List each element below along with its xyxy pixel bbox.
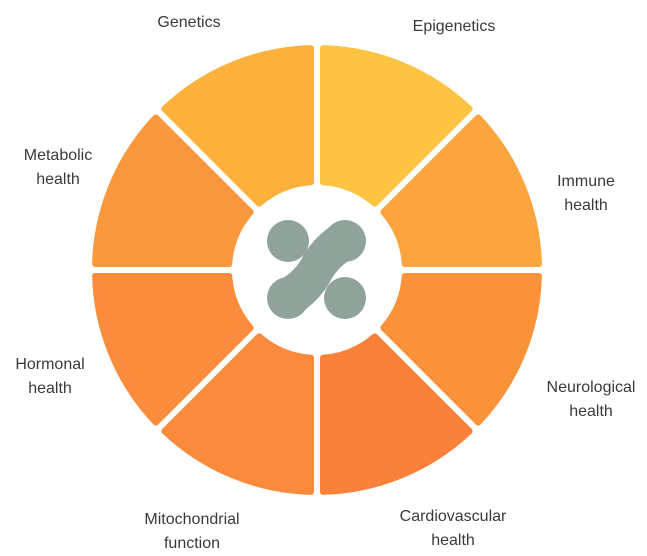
label-mitochondrial-function: Mitochondrial function xyxy=(144,511,240,552)
label-immune-health: Immune health xyxy=(557,173,615,214)
segment-mitochondrial xyxy=(161,333,314,495)
segment-genetics xyxy=(161,45,314,207)
segment-metabolic xyxy=(92,114,254,267)
label-cardiovascular-health: Cardiovascular health xyxy=(399,508,507,549)
segment-neurological xyxy=(380,273,542,426)
label-neurological-health: Neurological health xyxy=(546,379,636,420)
label-epigenetics: Epigenetics xyxy=(412,18,496,35)
label-genetics: Genetics xyxy=(157,14,221,31)
label-hormonal-health: Hormonal health xyxy=(15,356,85,397)
label-metabolic-health: Metabolic health xyxy=(23,147,93,188)
wheel-segments xyxy=(92,45,542,495)
segment-epigenetics xyxy=(320,45,473,207)
segment-immune xyxy=(380,114,542,267)
center-logo-icon xyxy=(267,220,366,319)
segment-hormonal xyxy=(92,273,254,426)
segment-cardiovascular xyxy=(320,333,473,495)
